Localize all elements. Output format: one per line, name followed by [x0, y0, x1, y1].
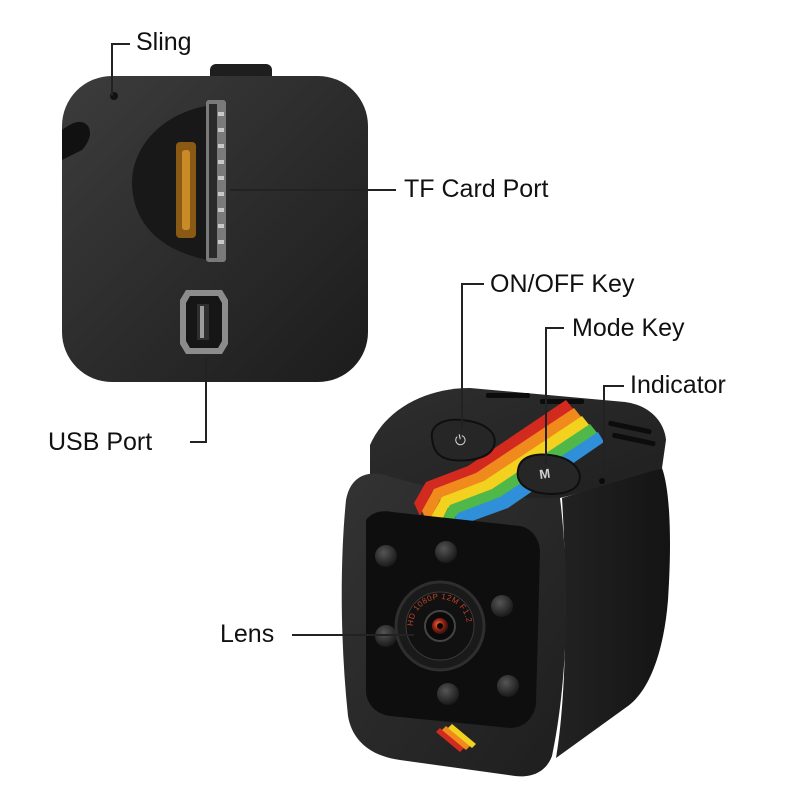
camera-back-view [62, 64, 368, 382]
ir-led-2 [435, 541, 457, 563]
ir-led-5 [497, 675, 519, 697]
label-sling: Sling [136, 28, 192, 56]
mode-key-button: M [516, 453, 581, 495]
lens-glass-center [437, 623, 443, 629]
leader-line-on-off-key [461, 283, 484, 430]
camera-front-view: ⏻ M HD 1080P 12M F1.2 [341, 388, 670, 777]
ir-led-6 [437, 683, 459, 705]
tf-card-slot-inner [209, 104, 217, 258]
label-usb-port: USB Port [48, 428, 153, 456]
sling-hole-icon [62, 121, 90, 160]
label-on-off-key: ON/OFF Key [490, 270, 635, 298]
label-indicator: Indicator [630, 371, 726, 399]
label-mode-key: Mode Key [572, 314, 685, 342]
lens-icon: HD 1080P 12M F1.2 [394, 580, 486, 672]
leader-lines [111, 43, 624, 636]
usb-port-icon [180, 290, 228, 354]
top-vents [486, 393, 656, 447]
tf-card-insert-highlight [182, 150, 190, 230]
ir-led-1 [375, 545, 397, 567]
rainbow-stripe-bottom [436, 728, 464, 752]
power-icon: ⏻ [453, 431, 467, 449]
leader-line-indicator [603, 385, 624, 476]
label-lens: Lens [220, 620, 275, 648]
ir-led-3 [491, 595, 513, 617]
tf-card-slot-contacts [218, 112, 224, 244]
leader-line-usb-port [190, 358, 207, 443]
on-off-key-button: ⏻ [430, 418, 496, 462]
label-tf-card-port: TF Card Port [404, 175, 549, 203]
leader-line-sling [111, 43, 130, 96]
mode-icon: M [538, 466, 551, 482]
indicator-light [599, 478, 605, 484]
cube-right-face [556, 468, 670, 758]
leader-line-mode-key [545, 327, 564, 464]
